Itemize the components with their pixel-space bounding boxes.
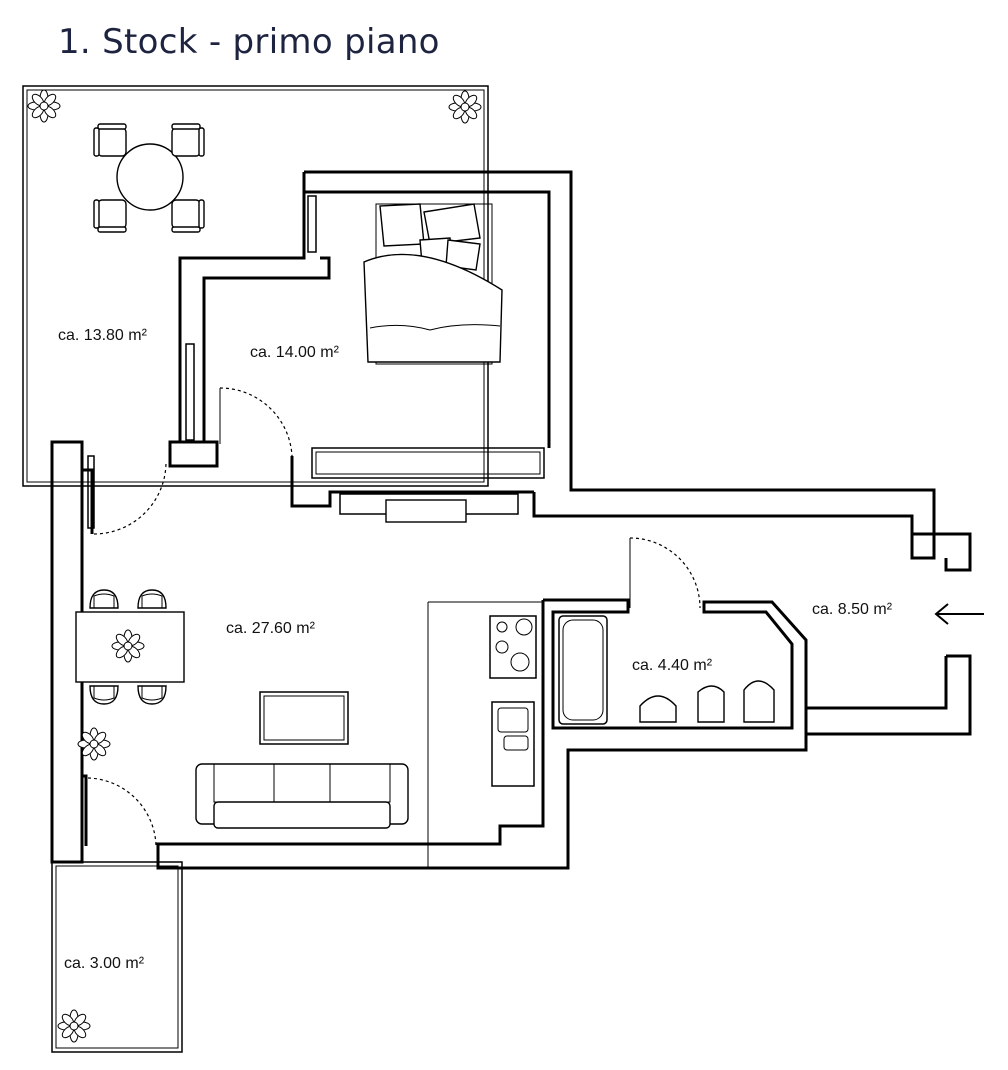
tv: [259, 691, 349, 745]
walls: [50, 170, 972, 870]
terrace-table-set: [93, 123, 205, 233]
plant-icon: [27, 89, 61, 123]
sofa: [195, 763, 409, 829]
entrance-area: ca. 8.50 m²: [812, 601, 893, 618]
bathroom-area: ca. 4.40 m²: [632, 657, 713, 674]
balcony-area: ca. 3.00 m²: [64, 955, 145, 972]
living-area: ca. 27.60 m²: [226, 620, 316, 637]
terrace-area: ca. 13.80 m²: [58, 327, 148, 344]
page-title: 1. Stock - primo piano: [58, 22, 440, 62]
windows: [87, 195, 519, 529]
arrow-left-icon: [934, 603, 984, 625]
balcony: [51, 861, 183, 1053]
bedroom-area: ca. 14.00 m²: [250, 344, 340, 361]
terrace: [22, 85, 489, 487]
doors: [87, 387, 701, 847]
plant-icon: [111, 629, 145, 663]
wardrobe: [311, 447, 545, 479]
kitchen: [427, 601, 543, 868]
bed: [363, 203, 503, 365]
plant-icon: [448, 90, 482, 124]
bathroom-fixtures: [558, 615, 775, 725]
dining-table: [75, 589, 185, 705]
plant-icon: [77, 727, 111, 761]
plant-icon: [57, 1009, 91, 1043]
